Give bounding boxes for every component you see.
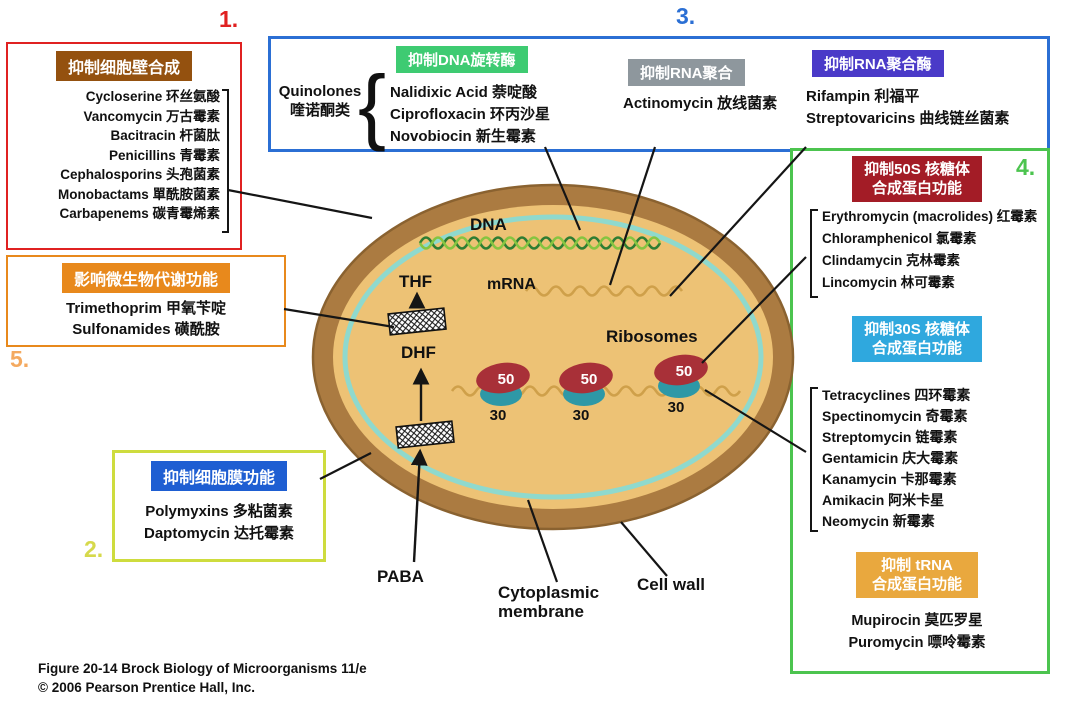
dna-label: DNA <box>470 215 507 234</box>
rna-polymerase-title: 抑制RNA聚合酶 <box>812 50 944 77</box>
thf-label: THF <box>399 272 433 291</box>
step-number-5: 5. <box>10 346 30 372</box>
drug-item: Trimethoprim 甲氧苄啶 <box>65 300 226 317</box>
bacterial-cell <box>311 183 795 531</box>
s50-title-line2: 合成蛋白功能 <box>871 180 962 197</box>
drug-item: Neomycin 新霉素 <box>822 513 935 529</box>
trna-title-line1: 抑制 tRNA <box>881 557 953 574</box>
rna-poly-title: 抑制RNA聚合 <box>628 59 745 86</box>
drug-item: Daptomycin 达托霉素 <box>143 525 294 542</box>
cytoplasmic-membrane-line2: membrane <box>498 602 584 621</box>
drug-item: Streptovaricins 曲线链丝菌素 <box>806 110 1010 127</box>
trna-title: 抑制 tRNA 合成蛋白功能 <box>855 552 978 598</box>
drug-item: Spectinomycin 奇霉素 <box>822 408 968 424</box>
drug-item: Gentamicin 庆大霉素 <box>822 450 959 466</box>
connector-line <box>227 188 373 220</box>
box-cell-wall-synthesis: 抑制细胞壁合成 Cycloserine 环丝氨酸 Vancomycin 万古霉素… <box>6 42 242 250</box>
ribosome-mrna-strand <box>450 385 742 397</box>
drug-item: Cycloserine 环丝氨酸 <box>85 89 220 104</box>
drug-item: Polymyxins 多粘菌素 <box>145 503 293 520</box>
drug-item: Tetracyclines 四环霉素 <box>822 387 971 403</box>
drug-item: Vancomycin 万古霉素 <box>83 108 220 124</box>
cell-wall-shape <box>311 183 795 531</box>
cell-wall-label: Cell wall <box>637 575 706 594</box>
drug-item: Bacitracin 杆菌肽 <box>110 128 220 143</box>
dna-strand <box>418 236 662 250</box>
box-metabolism-title: 影响微生物代谢功能 <box>61 263 230 293</box>
ribosome: 50 30 <box>476 362 530 424</box>
drug-item: Ciprofloxacin 环丙沙星 <box>390 106 551 123</box>
ribosome-30-label: 30 <box>668 399 685 416</box>
drug-item: Clindamycin 克林霉素 <box>822 253 961 268</box>
drug-item: Carbapenems 碳青霉烯素 <box>59 206 220 221</box>
drug-item: Monobactams 單酰胺菌素 <box>57 186 220 202</box>
connector-line <box>319 452 372 480</box>
drug-item: Kanamycin 卡那霉素 <box>822 471 957 487</box>
dhf-label: DHF <box>401 343 436 362</box>
ribosome: 50 30 <box>654 354 708 416</box>
drug-item: Penicillins 青霉素 <box>108 147 220 163</box>
connector-line <box>283 307 395 329</box>
cytoplasmic-membrane-label: Cytoplasmic membrane <box>498 583 599 621</box>
quinolones-label: Quinolones 喹诺酮类 <box>272 82 368 120</box>
paba-label: PABA <box>377 567 424 586</box>
ribosome-30-label: 30 <box>573 407 590 424</box>
s30-title-line1: 抑制30S 核糖体 <box>864 321 970 338</box>
drug-item: Lincomycin 林可霉素 <box>822 275 955 290</box>
mrna-label: mRNA <box>487 276 536 293</box>
connector-line <box>669 146 807 297</box>
ribosome-50-label: 50 <box>581 371 598 388</box>
s50-title: 抑制50S 核糖体 合成蛋白功能 <box>852 156 982 202</box>
box-metabolism: 影响微生物代谢功能 Trimethoprim 甲氧苄啶 Sulfonamides… <box>6 255 286 347</box>
ribosome-50-label: 50 <box>498 371 515 388</box>
figure-caption: Figure 20-14 Brock Biology of Microorgan… <box>38 659 367 697</box>
drug-item: Streptomycin 链霉素 <box>822 429 958 445</box>
s30-title-line2: 合成蛋白功能 <box>871 340 962 357</box>
step-number-3: 3. <box>676 3 696 29</box>
enzyme-block-thf <box>387 307 447 336</box>
drug-item: Nalidixic Acid 萘啶酸 <box>390 84 537 101</box>
figure-caption-line1: Figure 20-14 Brock Biology of Microorgan… <box>38 661 367 676</box>
box-cell-wall-title: 抑制细胞壁合成 <box>55 51 192 81</box>
ribosome-50-label: 50 <box>676 363 693 380</box>
drug-item: Cephalosporins 头孢菌素 <box>60 167 220 182</box>
drug-item: Novobiocin 新生霉素 <box>390 128 536 145</box>
drug-item: Rifampin 利福平 <box>806 88 920 105</box>
step-number-4: 4. <box>1016 154 1036 180</box>
cytoplasm-shape <box>333 205 773 509</box>
connector-line <box>526 499 559 583</box>
ribosomes-label: Ribosomes <box>606 327 698 346</box>
box-membrane-title: 抑制细胞膜功能 <box>150 461 287 491</box>
mrna-strand <box>524 285 684 297</box>
connector-line <box>543 146 582 231</box>
drug-item: Puromycin 嘌呤霉素 <box>848 635 986 651</box>
connector-line <box>620 521 668 577</box>
cytoplasmic-membrane-line1: Cytoplasmic <box>498 583 600 602</box>
drug-item: Chloramphenicol 氯霉素 <box>822 231 977 246</box>
s30-title: 抑制30S 核糖体 合成蛋白功能 <box>852 316 982 362</box>
drug-item: Actinomycin 放线菌素 <box>623 95 778 112</box>
step-number-2: 2. <box>84 536 104 562</box>
box-membrane: 抑制细胞膜功能 Polymyxins 多粘菌素 Daptomycin 达托霉素 <box>112 450 326 562</box>
s50-title-line1: 抑制50S 核糖体 <box>864 161 970 178</box>
gyrase-title: 抑制DNA旋转酶 <box>396 46 528 73</box>
folate-pathway <box>387 291 455 563</box>
brace-icon: { <box>358 58 387 152</box>
trna-title-line2: 合成蛋白功能 <box>871 576 962 593</box>
drug-item: Sulfonamides 磺酰胺 <box>72 321 220 338</box>
step-number-1: 1. <box>219 6 239 32</box>
quinolones-line2: 喹诺酮类 <box>289 102 350 119</box>
drug-item: Mupirocin 莫匹罗星 <box>851 613 983 629</box>
drug-item: Amikacin 阿米卡星 <box>822 492 945 508</box>
ribosome-30-label: 30 <box>490 407 507 424</box>
connector-line <box>608 146 657 286</box>
figure-caption-line2: © 2006 Pearson Prentice Hall, Inc. <box>38 680 256 695</box>
quinolones-line1: Quinolones <box>278 83 362 100</box>
drug-item: Erythromycin (macrolides) 红霉素 <box>822 209 1038 224</box>
enzyme-block-dhf <box>395 420 455 449</box>
ribosome: 50 30 <box>559 362 613 424</box>
